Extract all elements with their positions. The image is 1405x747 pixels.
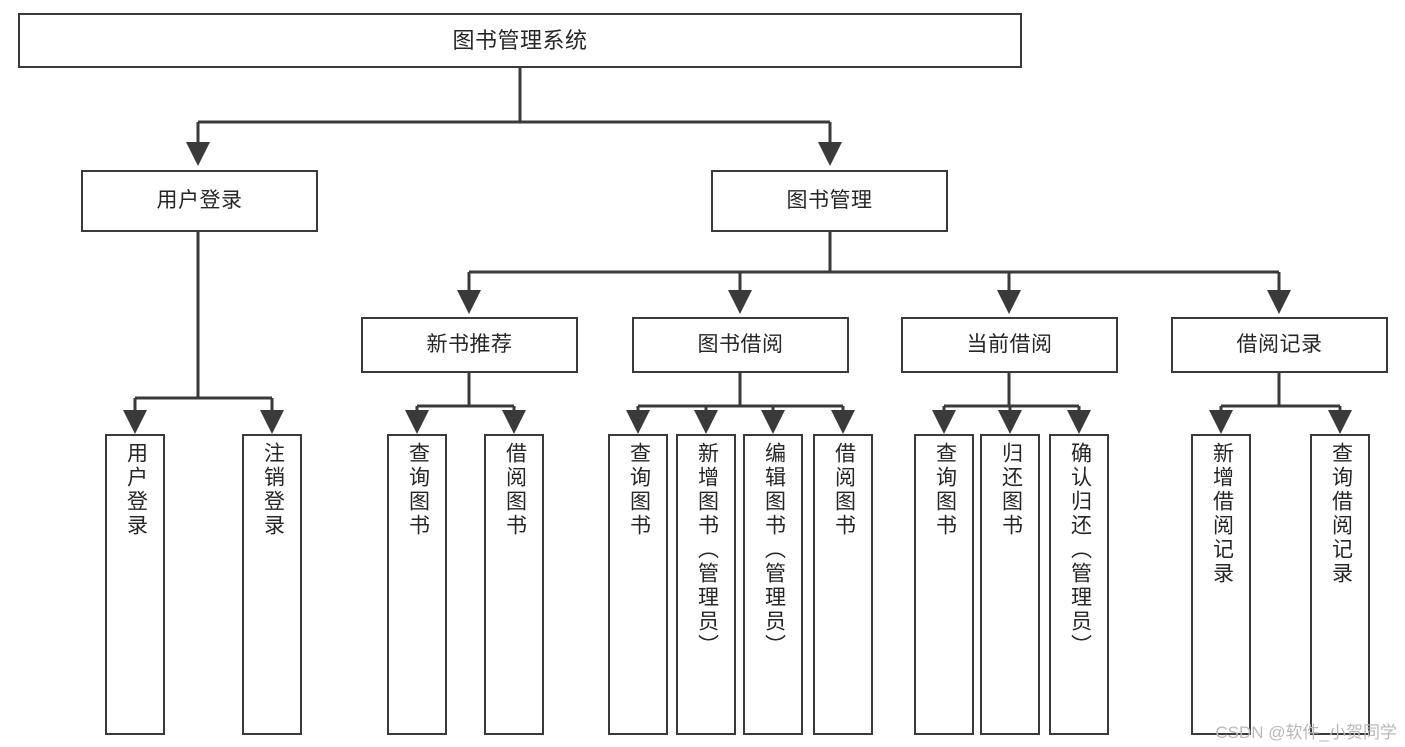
node-label: 查询图书 (933, 442, 957, 538)
node-label: 当前借阅 (966, 332, 1053, 356)
node-label: 新增图书（管理员） (695, 442, 719, 658)
node-current-borrow[interactable]: 当前借阅 (901, 317, 1118, 373)
leaf-add-book-admin[interactable]: 新增图书（管理员） (676, 434, 736, 735)
leaf-return-book[interactable]: 归还图书 (980, 434, 1040, 735)
leaf-query-book-current[interactable]: 查询图书 (914, 434, 974, 735)
leaf-confirm-return-admin[interactable]: 确认归还（管理员） (1049, 434, 1109, 735)
leaf-query-book-recommend[interactable]: 查询图书 (387, 434, 447, 735)
node-label: 借阅图书 (832, 442, 856, 538)
leaf-borrow-book[interactable]: 借阅图书 (813, 434, 873, 735)
leaf-edit-book-admin[interactable]: 编辑图书（管理员） (743, 434, 803, 735)
node-label: 查询图书 (406, 442, 430, 538)
node-new-book-recommend[interactable]: 新书推荐 (361, 317, 578, 373)
node-label: 注销登录 (261, 442, 285, 538)
leaf-user-login[interactable]: 用户登录 (105, 434, 165, 735)
node-user-login[interactable]: 用户登录 (81, 170, 318, 232)
node-label: 用户登录 (156, 188, 243, 212)
node-label: 图书管理 (786, 188, 873, 212)
node-label: 查询图书 (627, 442, 651, 538)
leaf-query-book-borrow[interactable]: 查询图书 (608, 434, 668, 735)
node-label: 归还图书 (999, 442, 1023, 538)
leaf-query-borrow-record[interactable]: 查询借阅记录 (1310, 434, 1370, 735)
node-label: 查询借阅记录 (1329, 442, 1353, 586)
node-label: 新书推荐 (426, 332, 513, 356)
leaf-add-borrow-record[interactable]: 新增借阅记录 (1191, 434, 1251, 735)
node-label: 确认归还（管理员） (1068, 442, 1092, 658)
node-borrow-records[interactable]: 借阅记录 (1171, 317, 1388, 373)
node-label: 借阅图书 (503, 442, 527, 538)
node-label: 编辑图书（管理员） (762, 442, 786, 658)
node-root-system[interactable]: 图书管理系统 (18, 13, 1022, 68)
node-label: 借阅记录 (1236, 332, 1323, 356)
node-label: 新增借阅记录 (1210, 442, 1234, 586)
node-book-management[interactable]: 图书管理 (711, 170, 948, 232)
node-book-borrow[interactable]: 图书借阅 (632, 317, 849, 373)
watermark-text: CSDN @软件_小贺同学 (1215, 723, 1397, 742)
leaf-logout[interactable]: 注销登录 (242, 434, 302, 735)
node-label: 图书借阅 (697, 332, 784, 356)
node-label: 图书管理系统 (452, 27, 588, 53)
node-label: 用户登录 (124, 442, 148, 538)
leaf-borrow-book-recommend[interactable]: 借阅图书 (484, 434, 544, 735)
